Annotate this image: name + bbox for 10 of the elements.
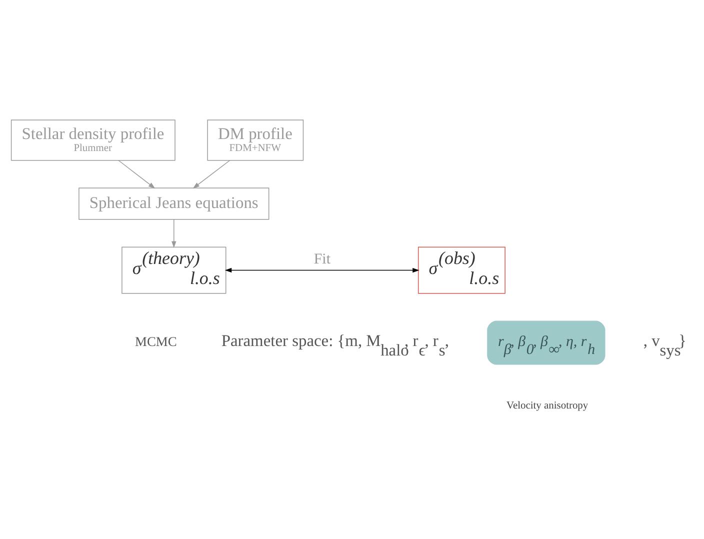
node-label: Velocity anisotropy xyxy=(506,400,588,412)
node-box: Spherical Jeans equations xyxy=(78,188,270,220)
arrow xyxy=(224,268,420,273)
label: MCMC xyxy=(135,334,177,350)
arrow xyxy=(172,219,176,248)
node-box: DM profile FDM+NFW xyxy=(207,120,304,161)
node-box: Stellar density profile Plummer xyxy=(10,120,176,161)
edge-label: Fit xyxy=(314,252,330,268)
arrow xyxy=(192,160,230,189)
arrow xyxy=(118,160,156,189)
